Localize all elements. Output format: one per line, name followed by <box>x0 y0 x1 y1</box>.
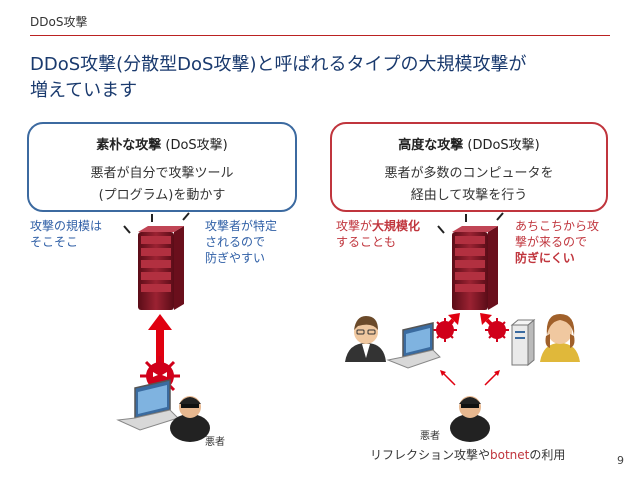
dos-identify-note-line3: 防ぎやすい <box>205 251 266 265</box>
dos-box-title-rest: (DoS攻撃) <box>161 138 228 153</box>
ddos-box-body-line2: 経由して攻撃を行う <box>410 188 528 203</box>
caption-post: の利用 <box>529 448 566 462</box>
router-icon <box>510 318 536 367</box>
header-label: DDoS攻撃 <box>30 15 88 29</box>
dos-box: 素朴な攻撃 (DoS攻撃) 悪者が自分で攻撃ツール (プログラム)を動かす <box>27 122 297 212</box>
ddos-scale-note-pre: 攻撃が <box>336 219 373 233</box>
bystander-man-icon <box>345 316 386 362</box>
bystander-woman-icon <box>540 314 580 362</box>
left-laptop-icon <box>116 379 179 431</box>
dos-identify-note: 攻撃者が特定 されるので 防ぎやすい <box>205 218 277 266</box>
page-title-line2: 増えています <box>30 80 138 101</box>
ddos-box: 高度な攻撃 (DDoS攻撃) 悪者が多数のコンピュータを 経由して攻撃を行う <box>330 122 608 212</box>
ddos-source-note-line2: 撃が来るので <box>515 235 588 249</box>
dos-scale-note-line2: そこそこ <box>30 235 79 249</box>
ddos-source-note-bold-text: 防ぎにくい <box>515 251 575 265</box>
left-burst-marks <box>123 212 190 234</box>
dos-box-title-bold: 素朴な攻撃 <box>96 138 162 153</box>
dos-box-body-line1: 悪者が自分で攻撃ツール <box>90 166 234 181</box>
right-attacker-label: 悪者 <box>420 431 440 442</box>
header-divider <box>30 35 610 36</box>
dos-box-body-line2: (プログラム)を動かす <box>98 188 226 203</box>
right-burst-marks <box>437 212 504 234</box>
ddos-box-title: 高度な攻撃 (DDoS攻撃) <box>332 134 606 153</box>
right-laptop-icon <box>386 322 441 369</box>
caption-highlight: botnet <box>490 448 530 462</box>
dos-box-body: 悪者が自分で攻撃ツール (プログラム)を動かす <box>29 163 295 207</box>
page-title: DDoS攻撃(分散型DoS攻撃)と呼ばれるタイプの大規模攻撃が 増えています <box>30 52 620 104</box>
right-attacker-icon <box>450 396 490 442</box>
ddos-source-note-bold: 防ぎにくい <box>515 250 599 266</box>
right-reflect-arrows-icon <box>440 370 500 386</box>
dos-scale-note-line1: 攻撃の規模は <box>30 219 103 233</box>
page-number: 9 <box>617 454 624 467</box>
ddos-box-title-bold: 高度な攻撃 <box>398 138 464 153</box>
right-virus-icon-a <box>433 318 457 342</box>
dos-identify-note-line2: されるので <box>205 235 266 249</box>
ddos-scale-note-line1: 攻撃が大規模化 <box>336 218 420 234</box>
dos-identify-note-line1: 攻撃者が特定 <box>205 219 278 233</box>
ddos-scale-note-line2: することも <box>336 235 397 249</box>
ddos-source-note: あちこちから攻 撃が来るので 防ぎにくい <box>515 218 599 266</box>
ddos-source-note-line1: あちこちから攻 <box>515 219 600 233</box>
right-virus-icon-b <box>485 318 509 342</box>
ddos-box-title-rest: (DDoS攻撃) <box>463 138 540 153</box>
dos-box-title: 素朴な攻撃 (DoS攻撃) <box>29 134 295 153</box>
reflection-caption: リフレクション攻撃やbotnetの利用 <box>370 446 565 463</box>
left-attacker-icon <box>170 396 210 442</box>
caption-pre: リフレクション攻撃や <box>370 448 491 462</box>
ddos-box-body-line1: 悪者が多数のコンピュータを <box>384 166 554 181</box>
page-title-line1: DDoS攻撃(分散型DoS攻撃)と呼ばれるタイプの大規模攻撃が <box>30 54 527 75</box>
ddos-scale-note-bold: 大規模化 <box>372 219 421 233</box>
ddos-box-body: 悪者が多数のコンピュータを 経由して攻撃を行う <box>332 163 606 207</box>
ddos-scale-note: 攻撃が大規模化 することも <box>336 218 420 250</box>
dos-scale-note: 攻撃の規模は そこそこ <box>30 218 102 250</box>
right-server-icon <box>452 226 498 310</box>
left-server-icon <box>138 226 184 310</box>
left-attack-arrow-icon <box>148 314 172 368</box>
left-attacker-label: 悪者 <box>205 437 225 448</box>
